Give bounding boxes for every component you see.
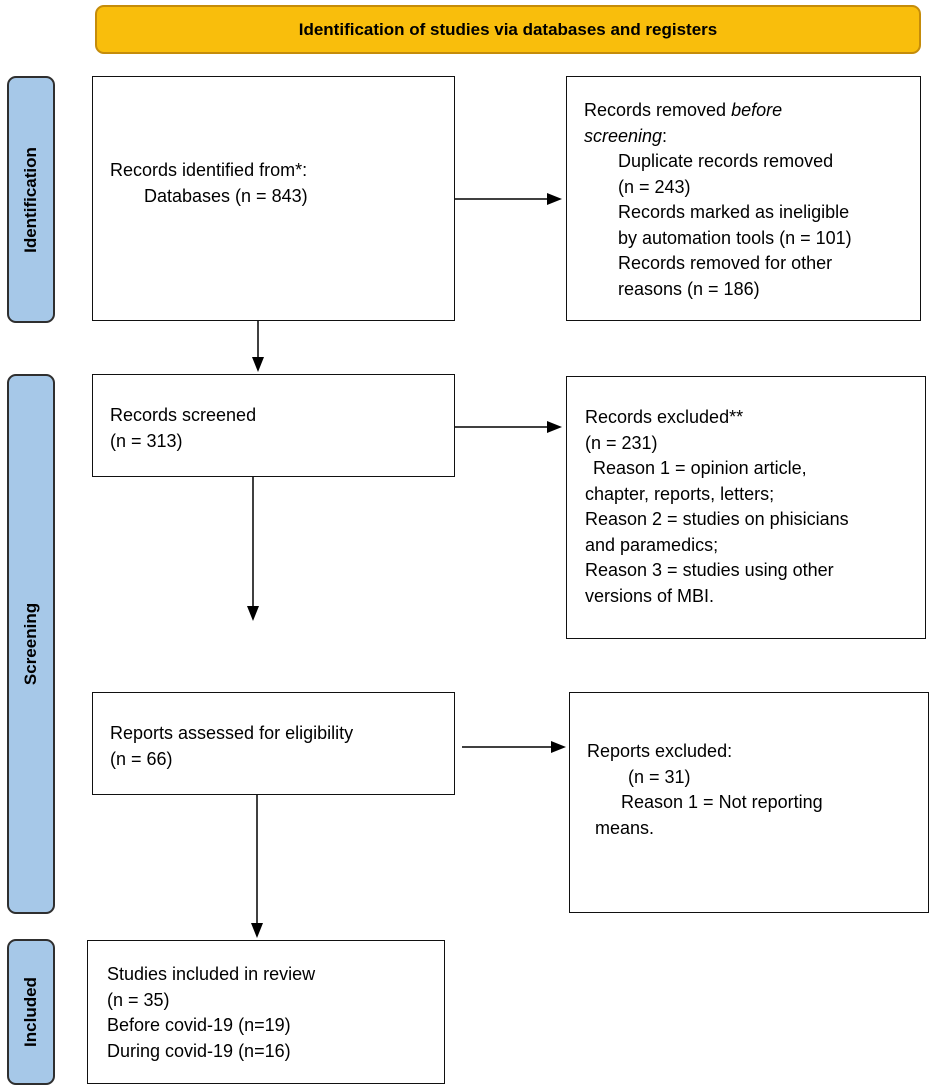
records-removed-title: Records removed before <box>584 100 783 120</box>
before-covid-count: Before covid-19 (n=19) <box>107 1015 291 1035</box>
reports-excluded-box: Reports excluded: (n = 31) Reason 1 = No… <box>569 692 929 913</box>
exclusion-reason-3-cont: versions of MBI. <box>585 585 715 606</box>
other-reasons-label: Records removed for other <box>618 253 833 273</box>
studies-included-label: Studies included in review <box>107 964 316 984</box>
records-screened-box: Records screened (n = 313) <box>92 374 455 477</box>
reports-assessed-label: Reports assessed for eligibility <box>110 723 354 743</box>
records-removed-box: Records removed before screening: Duplic… <box>566 76 921 321</box>
exclusion-reason-1-cont: chapter, reports, letters; <box>585 483 775 504</box>
records-excluded-count: (n = 231) <box>585 432 658 453</box>
records-screened-label: Records screened <box>110 405 257 425</box>
exclusion-reason-1: Reason 1 = opinion article, <box>593 458 807 478</box>
phase-included: Included <box>7 939 55 1085</box>
records-identified-box: Records identified from*: Databases (n =… <box>92 76 455 321</box>
phase-identification: Identification <box>7 76 55 323</box>
records-identified-title: Records identified from*: <box>110 160 308 180</box>
reports-excluded-count: (n = 31) <box>628 766 691 787</box>
reports-assessed-count: (n = 66) <box>110 748 173 769</box>
reports-excluded-reason-1-cont: means. <box>595 817 655 838</box>
duplicates-count: (n = 243) <box>618 176 691 197</box>
studies-included-count: (n = 35) <box>107 989 170 1010</box>
studies-included-box: Studies included in review (n = 35) Befo… <box>87 940 445 1084</box>
ineligible-label: Records marked as ineligible <box>618 202 850 222</box>
reports-assessed-box: Reports assessed for eligibility (n = 66… <box>92 692 455 795</box>
diagram-header: Identification of studies via databases … <box>95 5 921 54</box>
exclusion-reason-2: Reason 2 = studies on phisicians <box>585 509 849 529</box>
ineligible-count: by automation tools (n = 101) <box>618 227 852 248</box>
records-excluded-title: Records excluded** <box>585 407 744 427</box>
phase-screening: Screening <box>7 374 55 914</box>
reports-excluded-reason-1: Reason 1 = Not reporting <box>621 792 823 812</box>
exclusion-reason-3: Reason 3 = studies using other <box>585 560 834 580</box>
exclusion-reason-2-cont: and paramedics; <box>585 534 719 555</box>
during-covid-count: During covid-19 (n=16) <box>107 1040 291 1061</box>
header-title: Identification of studies via databases … <box>298 19 718 39</box>
duplicates-label: Duplicate records removed <box>618 151 834 171</box>
records-excluded-box: Records excluded** (n = 231) Reason 1 = … <box>566 376 926 639</box>
other-reasons-count: reasons (n = 186) <box>618 278 760 299</box>
records-removed-title-cont: screening: <box>584 125 668 146</box>
records-screened-count: (n = 313) <box>110 430 183 451</box>
records-identified-databases: Databases (n = 843) <box>144 185 308 206</box>
reports-excluded-title: Reports excluded: <box>587 741 733 761</box>
